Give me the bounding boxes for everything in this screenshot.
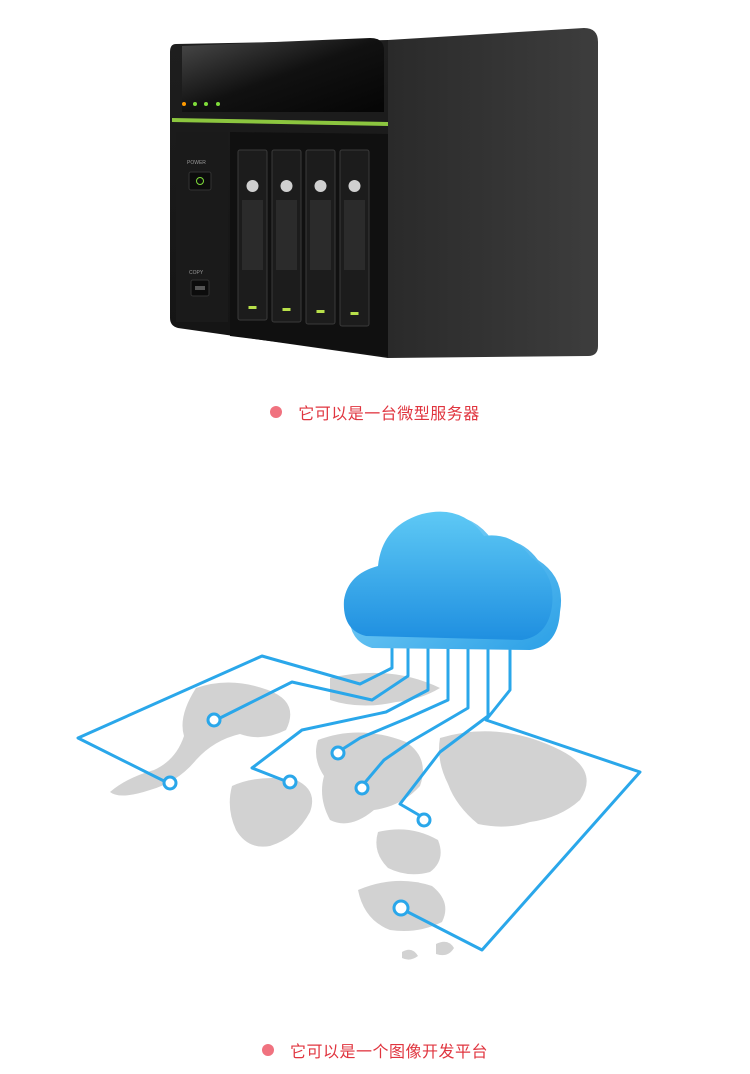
- nas-server-illustration: POWER COPY: [170, 28, 598, 358]
- drive-lock-icon: [314, 180, 327, 192]
- network-node: [282, 774, 298, 790]
- drive-led: [316, 310, 325, 313]
- status-led: [204, 102, 208, 106]
- network-node: [392, 899, 410, 917]
- power-button[interactable]: [188, 171, 212, 191]
- status-led: [182, 102, 186, 106]
- cloud-caption: 它可以是一个图像开发平台: [0, 1038, 750, 1062]
- cloud-network-illustration: [76, 511, 642, 960]
- status-led: [216, 102, 220, 106]
- network-node: [330, 745, 346, 761]
- drive-bay[interactable]: [271, 149, 302, 323]
- server-caption-text: 它可以是一台微型服务器: [298, 404, 480, 423]
- caption-bullet: [261, 1044, 274, 1056]
- cloud-section: [0, 490, 750, 970]
- world-map: [110, 672, 587, 960]
- drive-bay[interactable]: [339, 149, 370, 327]
- server-section: POWER COPY: [0, 0, 750, 380]
- caption-bullet: [270, 406, 283, 418]
- cloud-icon: [343, 511, 562, 650]
- network-node: [206, 712, 222, 728]
- drive-lock-icon: [348, 180, 361, 192]
- copy-label: COPY: [189, 270, 204, 276]
- network-lines: [76, 634, 642, 952]
- drive-led: [350, 312, 359, 315]
- drive-bay[interactable]: [237, 149, 268, 321]
- network-node: [416, 812, 432, 828]
- cloud-caption-text: 它可以是一个图像开发平台: [289, 1042, 488, 1061]
- network-nodes: [162, 712, 432, 917]
- drive-lock-icon: [246, 180, 259, 192]
- drive-bay[interactable]: [305, 149, 336, 325]
- network-node: [162, 775, 178, 791]
- drive-led: [282, 308, 291, 311]
- power-label: POWER: [187, 160, 206, 166]
- status-led: [193, 102, 197, 106]
- drive-led: [248, 306, 257, 309]
- network-node: [354, 780, 370, 796]
- drive-lock-icon: [280, 180, 293, 192]
- green-accent-stripe: [172, 118, 388, 126]
- server-caption: 它可以是一台微型服务器: [0, 400, 750, 424]
